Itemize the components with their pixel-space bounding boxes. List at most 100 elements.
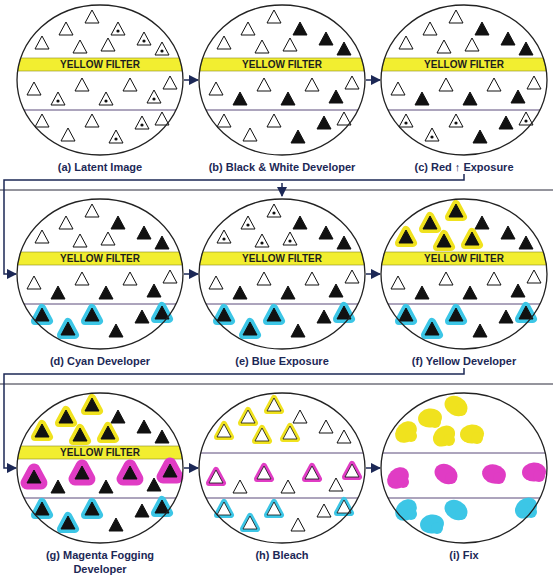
silver-grain xyxy=(399,36,413,49)
silver-grain xyxy=(499,310,513,323)
step-caption: (h) Bleach xyxy=(189,548,375,562)
silver-grain xyxy=(109,518,123,531)
silver-grain xyxy=(439,78,453,91)
silver-grain xyxy=(305,466,319,479)
silver-grain xyxy=(257,78,271,91)
silver-grain xyxy=(283,426,297,439)
silver-grain xyxy=(449,308,463,321)
silver-grain xyxy=(73,428,87,441)
filter-label: YELLOW FILTER xyxy=(198,252,366,265)
silver-grain xyxy=(109,130,123,143)
silver-grain xyxy=(109,324,123,337)
silver-grain xyxy=(111,410,125,423)
layer-line xyxy=(24,304,176,305)
silver-grain xyxy=(267,308,281,321)
circle-outline xyxy=(198,392,366,544)
silver-grain xyxy=(441,392,471,420)
silver-grain xyxy=(519,306,533,319)
process-arrow xyxy=(4,174,464,274)
silver-grain xyxy=(35,36,49,49)
step-caption: (c) Red ↑ Exposure xyxy=(371,160,553,174)
silver-grain xyxy=(267,114,281,127)
circle-outline xyxy=(16,4,184,156)
circle-outline xyxy=(198,198,366,350)
silver-grain xyxy=(35,114,49,127)
silver-grain xyxy=(267,204,281,217)
silver-grain xyxy=(233,286,247,299)
silver-grain xyxy=(527,76,541,89)
silver-grain xyxy=(305,272,319,285)
filter-label: YELLOW FILTER xyxy=(198,58,366,71)
step-caption: (e) Blue Exposure xyxy=(189,354,375,368)
process-arrow xyxy=(184,467,198,469)
silver-grain xyxy=(257,272,271,285)
silver-grain xyxy=(147,284,161,297)
circle-outline xyxy=(198,4,366,156)
film-cross-section xyxy=(17,199,183,349)
exposure-arrow xyxy=(281,183,283,196)
silver-grain xyxy=(449,114,463,127)
silver-grain xyxy=(61,322,75,335)
silver-grain xyxy=(137,226,151,239)
layer-line xyxy=(206,498,358,499)
silver-grain xyxy=(267,398,281,411)
silver-grain xyxy=(291,324,305,337)
silver-grain xyxy=(217,308,231,321)
silver-grain xyxy=(255,428,269,441)
silver-grain xyxy=(241,410,255,423)
silver-grain xyxy=(99,286,113,299)
silver-grain xyxy=(519,112,533,125)
film-cross-section xyxy=(199,199,365,349)
row-separator xyxy=(0,384,553,385)
silver-grain xyxy=(281,480,295,493)
silver-grain xyxy=(437,40,451,53)
silver-grain xyxy=(85,204,99,217)
layer-line xyxy=(383,453,546,454)
film-stage-circle: YELLOW FILTER(b) Black & White Developer xyxy=(198,4,366,174)
silver-grain xyxy=(487,272,501,285)
silver-grain xyxy=(27,470,41,483)
silver-grain xyxy=(499,116,513,129)
filter-label: YELLOW FILTER xyxy=(16,446,184,459)
silver-grain xyxy=(35,308,49,321)
step-caption: (a) Latent Image xyxy=(7,160,193,174)
silver-grain xyxy=(463,286,477,299)
silver-grain xyxy=(155,112,169,125)
silver-grain xyxy=(99,480,113,493)
process-arrow xyxy=(366,467,380,469)
silver-grain xyxy=(429,421,460,451)
silver-grain xyxy=(155,430,169,443)
layer-line xyxy=(388,304,540,305)
silver-grain xyxy=(423,216,437,229)
silver-grain xyxy=(415,286,429,299)
silver-grain xyxy=(317,504,331,517)
layer-line xyxy=(24,110,176,111)
silver-grain xyxy=(399,230,413,243)
layer-line xyxy=(388,498,540,499)
silver-grain xyxy=(137,420,151,433)
silver-grain xyxy=(425,322,439,335)
silver-grain xyxy=(123,272,137,285)
silver-grain xyxy=(243,516,257,529)
step-caption: (i) Fix xyxy=(371,548,553,562)
silver-grain xyxy=(337,306,351,319)
silver-grain xyxy=(465,232,479,245)
silver-grain xyxy=(293,22,307,35)
silver-grain xyxy=(51,480,65,493)
silver-grain xyxy=(233,480,247,493)
silver-grain xyxy=(317,116,331,129)
silver-grain xyxy=(217,36,231,49)
silver-grain xyxy=(419,513,445,535)
silver-grain xyxy=(345,76,359,89)
silver-grain xyxy=(460,424,485,444)
filter-label: YELLOW FILTER xyxy=(380,58,548,71)
silver-grain xyxy=(391,82,405,95)
silver-grain xyxy=(101,232,115,245)
silver-grain xyxy=(59,216,73,229)
silver-grain xyxy=(293,410,307,423)
silver-grain xyxy=(73,40,87,53)
silver-grain xyxy=(241,22,255,35)
film-cross-section xyxy=(381,199,547,349)
silver-grain xyxy=(475,216,489,229)
